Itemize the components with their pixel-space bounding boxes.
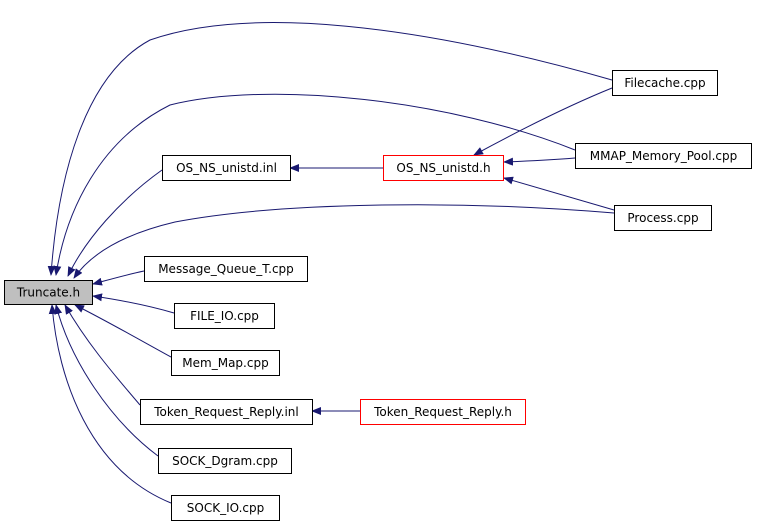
edge-process-to-osunistdh bbox=[503, 176, 615, 211]
node-label: FILE_IO.cpp bbox=[190, 309, 259, 323]
node-label: Message_Queue_T.cpp bbox=[158, 262, 294, 276]
node-mmap[interactable]: MMAP_Memory_Pool.cpp bbox=[575, 143, 752, 169]
node-box[interactable] bbox=[174, 303, 275, 329]
node-label: SOCK_IO.cpp bbox=[187, 501, 264, 515]
node-label: Truncate.h bbox=[16, 286, 80, 300]
node-box[interactable] bbox=[171, 350, 280, 376]
node-label: Mem_Map.cpp bbox=[182, 356, 268, 370]
node-box[interactable] bbox=[360, 399, 526, 425]
edge-mmap-to-osunistdh bbox=[503, 157, 576, 166]
node-osunistdh[interactable]: OS_NS_unistd.h bbox=[383, 155, 504, 181]
node-box[interactable] bbox=[383, 155, 504, 181]
edge-filecache-to-truncate bbox=[47, 22, 613, 276]
node-fileio[interactable]: FILE_IO.cpp bbox=[174, 303, 275, 329]
edge-sockio-to-truncate bbox=[48, 304, 172, 504]
node-label: Token_Request_Reply.h bbox=[373, 405, 512, 419]
edge-fileio-to-truncate bbox=[92, 293, 175, 314]
node-label: OS_NS_unistd.inl bbox=[176, 161, 277, 175]
node-label: Filecache.cpp bbox=[624, 76, 705, 90]
node-trrh[interactable]: Token_Request_Reply.h bbox=[360, 399, 526, 425]
node-box[interactable] bbox=[158, 448, 292, 474]
node-label: Token_Request_Reply.inl bbox=[153, 405, 299, 419]
nodes: Truncate.h Filecache.cppMMAP_Memory_Pool.… bbox=[4, 70, 752, 521]
edge-trri-to-truncate bbox=[64, 304, 141, 406]
node-mqt[interactable]: Message_Queue_T.cpp bbox=[144, 256, 308, 282]
node-memmap[interactable]: Mem_Map.cpp bbox=[171, 350, 280, 376]
node-box[interactable] bbox=[162, 155, 291, 181]
edge-memmap-to-truncate bbox=[74, 304, 172, 358]
node-label: OS_NS_unistd.h bbox=[396, 161, 490, 175]
node-truncate[interactable]: Truncate.h bbox=[4, 280, 93, 305]
edge-mmap-to-truncate bbox=[53, 93, 576, 276]
edge-mqt-to-truncate bbox=[92, 270, 145, 286]
node-box[interactable] bbox=[612, 70, 718, 96]
node-osunistdi[interactable]: OS_NS_unistd.inl bbox=[162, 155, 291, 181]
edge-process-to-truncate bbox=[73, 204, 615, 279]
node-box[interactable] bbox=[144, 256, 308, 282]
node-trri[interactable]: Token_Request_Reply.inl bbox=[140, 399, 313, 425]
node-box[interactable] bbox=[575, 143, 752, 169]
node-label: SOCK_Dgram.cpp bbox=[172, 454, 278, 468]
node-box[interactable] bbox=[4, 280, 93, 305]
node-label: MMAP_Memory_Pool.cpp bbox=[590, 149, 737, 163]
edge-dgram-to-truncate bbox=[54, 304, 159, 457]
node-process[interactable]: Process.cpp bbox=[614, 205, 712, 231]
node-box[interactable] bbox=[140, 399, 313, 425]
node-label: Process.cpp bbox=[627, 211, 698, 225]
node-box[interactable] bbox=[614, 205, 712, 231]
edge-osunistdi-to-truncate bbox=[67, 169, 163, 277]
node-box[interactable] bbox=[171, 495, 280, 521]
node-dgram[interactable]: SOCK_Dgram.cpp bbox=[158, 448, 292, 474]
node-sockio[interactable]: SOCK_IO.cpp bbox=[171, 495, 280, 521]
edge-filecache-to-osunistdh bbox=[473, 87, 613, 156]
node-filecache[interactable]: Filecache.cpp bbox=[612, 70, 718, 96]
edges bbox=[47, 22, 615, 504]
